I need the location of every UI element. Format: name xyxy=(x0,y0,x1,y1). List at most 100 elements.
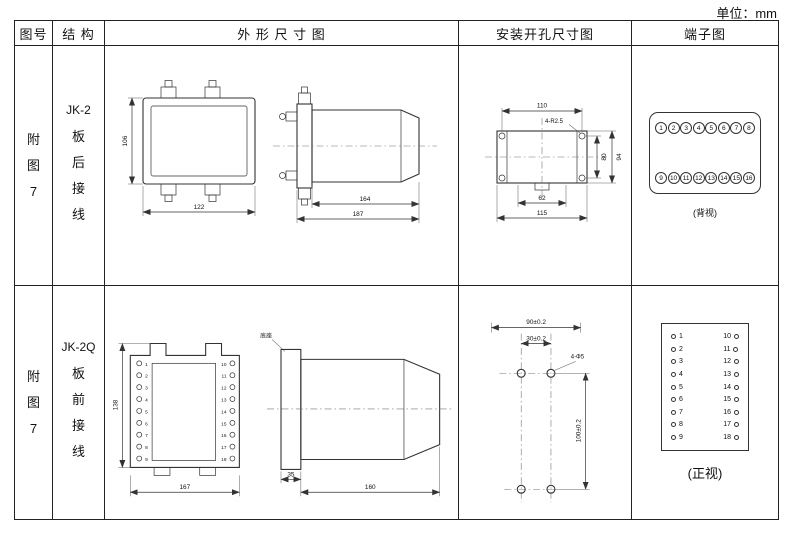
view-label-back: (背视) xyxy=(693,208,717,218)
dim-base-depth: 35 xyxy=(287,471,295,478)
terminal-cell-jk2q: 1 2 3 4 5 6 7 8 9 10 11 12 13 14 15 16 1… xyxy=(632,286,778,519)
terminal-num: 17 xyxy=(221,445,227,451)
terminal-num: 13 xyxy=(221,398,227,404)
terminal-item: 10 xyxy=(723,333,739,340)
terminal-num: 6 xyxy=(679,396,683,404)
terminal-item: 5 xyxy=(671,384,683,391)
terminal-dot-icon xyxy=(671,422,676,428)
terminal-circle: 14 xyxy=(717,172,730,184)
terminal-num: 17 xyxy=(723,421,731,429)
dim-width: 167 xyxy=(179,484,190,491)
terminal-cell-jk2: 1 2 3 4 5 6 7 8 9 10 11 12 13 14 15 16 (… xyxy=(632,46,778,286)
dim-cutout-bottom: 115 xyxy=(537,210,548,217)
terminal-dot-icon xyxy=(733,346,739,352)
mounting-drawing-jk2: 110 4-R2.5 80 94 62 115 xyxy=(485,103,623,222)
terminal-dot-icon xyxy=(671,359,676,365)
terminal-item: 14 xyxy=(723,384,739,391)
header-structure: 结 构 xyxy=(53,21,105,46)
terminal-dot-icon xyxy=(734,422,739,428)
base-label: 底座 xyxy=(260,332,272,340)
terminal-num: 16 xyxy=(221,433,227,439)
terminal-circle: 3 xyxy=(680,122,693,134)
terminal-num: 6 xyxy=(145,421,148,427)
terminal-circle: 4 xyxy=(692,122,705,134)
outline-cell-jk2q: 1 2 3 4 5 6 7 8 9 10 11 12 13 14 15 16 1… xyxy=(105,286,459,519)
terminal-num: 5 xyxy=(679,383,683,391)
terminal-circle: 8 xyxy=(742,122,755,134)
terminal-dot-icon xyxy=(671,371,676,377)
terminal-num: 4 xyxy=(679,370,683,378)
terminal-circle: 15 xyxy=(730,172,743,184)
terminal-block-back-view: 1 2 3 4 5 6 7 8 9 10 11 12 13 14 15 16 xyxy=(649,112,761,194)
cutout-outline xyxy=(485,118,607,198)
terminal-item: 18 xyxy=(723,434,739,441)
terminal-circle: 2 xyxy=(667,122,680,134)
terminal-num: 1 xyxy=(145,362,148,368)
terminal-dot-icon xyxy=(671,334,676,339)
terminal-num: 15 xyxy=(723,396,731,404)
terminal-num: 10 xyxy=(723,333,731,340)
dim-cutout-width: 90±0.2 xyxy=(526,319,546,326)
terminal-item: 7 xyxy=(671,409,683,416)
dim-hole-spacing-h: 30±0.2 xyxy=(526,336,546,343)
model-label-jk2: JK-2 xyxy=(66,103,91,117)
terminal-num: 18 xyxy=(221,457,227,463)
terminal-num: 14 xyxy=(723,383,731,391)
spec-sheet-table: 图号 结 构 外 形 尺 寸 图 安装开孔尺寸图 端子图 附图7 JK-2 板后… xyxy=(14,20,779,520)
terminal-dot-icon xyxy=(734,384,739,390)
terminal-col-right: 10 11 12 13 14 15 16 17 18 xyxy=(723,333,739,441)
terminal-num: 7 xyxy=(679,408,683,416)
header-terminal-diagram: 端子图 xyxy=(632,21,778,46)
terminal-item: 6 xyxy=(671,396,683,403)
mounting-cell-jk2q: 90±0.2 30±0.2 4-Φ5 100±0.2 xyxy=(459,286,632,519)
header-mounting-dims: 安装开孔尺寸图 xyxy=(459,21,632,46)
structure-cell-jk2: JK-2 板后接线 xyxy=(53,46,105,286)
terminal-num: 12 xyxy=(221,386,227,392)
terminal-circle: 1 xyxy=(655,122,667,134)
dim-width: 122 xyxy=(194,204,205,211)
front-view-jk2q: 1 2 3 4 5 6 7 8 9 10 11 12 13 14 15 16 1… xyxy=(112,342,240,497)
dim-depth-total: 187 xyxy=(353,211,364,218)
mounting-cell-jk2: 110 4-R2.5 80 94 62 115 xyxy=(459,46,632,286)
terminal-num: 9 xyxy=(145,457,148,463)
terminal-item: 1 xyxy=(671,333,683,340)
dim-hole-spacing-v: 100±0.2 xyxy=(576,419,583,443)
terminal-item: 8 xyxy=(671,421,683,428)
terminal-item: 9 xyxy=(671,434,683,441)
model-label-jk2q: JK-2Q xyxy=(61,340,96,354)
terminal-item: 16 xyxy=(723,409,739,416)
terminal-num: 11 xyxy=(222,374,227,380)
terminal-row-top: 1 2 3 4 5 6 7 8 xyxy=(655,122,755,134)
terminal-dot-icon xyxy=(671,435,676,440)
terminal-num: 14 xyxy=(221,409,227,415)
fig-no-label: 附图7 xyxy=(26,131,40,199)
wiring-label-jk2: 板后接线 xyxy=(71,129,85,222)
dim-height: 138 xyxy=(112,399,119,410)
terminal-num: 9 xyxy=(679,434,683,441)
terminal-col-left: 1 2 3 4 5 6 7 8 9 xyxy=(671,333,683,441)
terminal-num: 11 xyxy=(723,345,731,353)
terminal-dot-icon xyxy=(734,435,739,440)
terminal-num: 12 xyxy=(723,358,731,366)
terminal-num: 3 xyxy=(145,386,148,392)
wiring-label-jk2q: 板前接线 xyxy=(71,366,85,459)
terminal-block-front-view: 1 2 3 4 5 6 7 8 9 10 11 12 13 14 15 16 1… xyxy=(661,323,749,451)
hole-diameter-note: 4-Φ5 xyxy=(571,354,585,360)
side-view-jk2q: 底座 35 160 xyxy=(260,332,452,497)
mounting-dimensions: 90±0.2 30±0.2 4-Φ5 100±0.2 xyxy=(490,319,590,490)
terminal-item: 3 xyxy=(671,358,683,365)
outline-drawing-jk2q: 1 2 3 4 5 6 7 8 9 10 11 12 13 14 15 16 1… xyxy=(112,332,452,497)
terminal-circle: 10 xyxy=(667,172,680,184)
front-view-jk2: 106 122 xyxy=(122,80,256,216)
terminal-dot-icon xyxy=(734,334,739,339)
terminal-item: 17 xyxy=(723,421,739,428)
fig-no-label: 附图7 xyxy=(26,368,40,436)
dim-cutout-height: 94 xyxy=(616,153,623,161)
terminal-item: 13 xyxy=(723,371,739,378)
terminal-dot-icon xyxy=(734,359,739,365)
terminal-circle: 6 xyxy=(717,122,730,134)
terminal-dot-icon xyxy=(734,371,739,377)
dim-notch-width: 62 xyxy=(538,195,546,202)
outline-cell-jk2: 106 122 xyxy=(105,46,459,286)
unit-label: 单位：mm xyxy=(716,6,777,21)
